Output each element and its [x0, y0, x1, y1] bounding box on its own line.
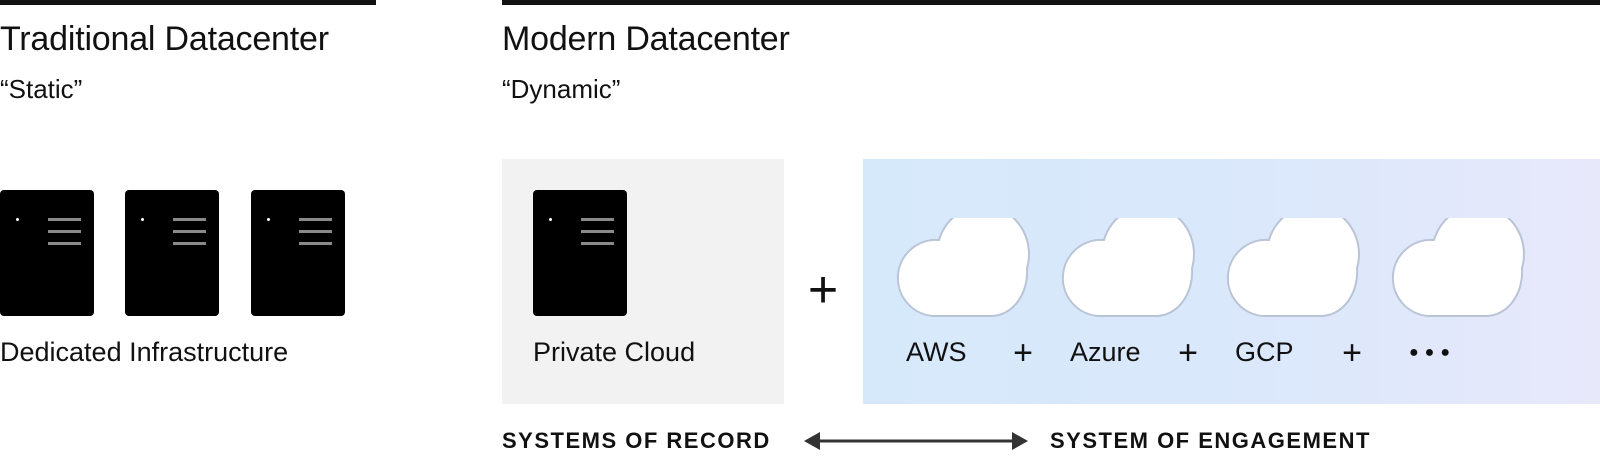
plus-icon: +	[1178, 334, 1198, 372]
double-arrow-icon	[804, 432, 1028, 450]
cloud-icon	[1391, 218, 1525, 318]
server-icon	[0, 190, 94, 316]
server-icon	[125, 190, 219, 316]
modern-title: Modern Datacenter	[502, 20, 790, 58]
cloud-label-gcp: GCP	[1235, 337, 1294, 367]
modern-top-rule	[502, 0, 1600, 5]
private-cloud-label: Private Cloud	[533, 337, 696, 367]
modern-subtitle: “Dynamic”	[502, 74, 621, 104]
cloud-icon	[1061, 218, 1195, 318]
plus-icon: +	[807, 261, 839, 319]
traditional-top-rule	[0, 0, 376, 5]
ellipsis-icon: ●●●	[1409, 344, 1456, 361]
traditional-subtitle: “Static”	[0, 74, 83, 104]
systems-of-record-label: SYSTEMS OF RECORD	[502, 428, 771, 453]
server-icon	[533, 190, 627, 316]
server-icon	[251, 190, 345, 316]
system-of-engagement-label: SYSTEM OF ENGAGEMENT	[1050, 428, 1371, 453]
traditional-title: Traditional Datacenter	[0, 20, 329, 58]
cloud-label-azure: Azure	[1070, 337, 1141, 367]
dedicated-infrastructure-label: Dedicated Infrastructure	[0, 337, 289, 367]
plus-icon: +	[1013, 334, 1033, 372]
plus-icon: +	[1342, 334, 1362, 372]
cloud-label-aws: AWS	[906, 337, 967, 367]
cloud-icon	[896, 218, 1030, 318]
cloud-icon	[1226, 218, 1360, 318]
